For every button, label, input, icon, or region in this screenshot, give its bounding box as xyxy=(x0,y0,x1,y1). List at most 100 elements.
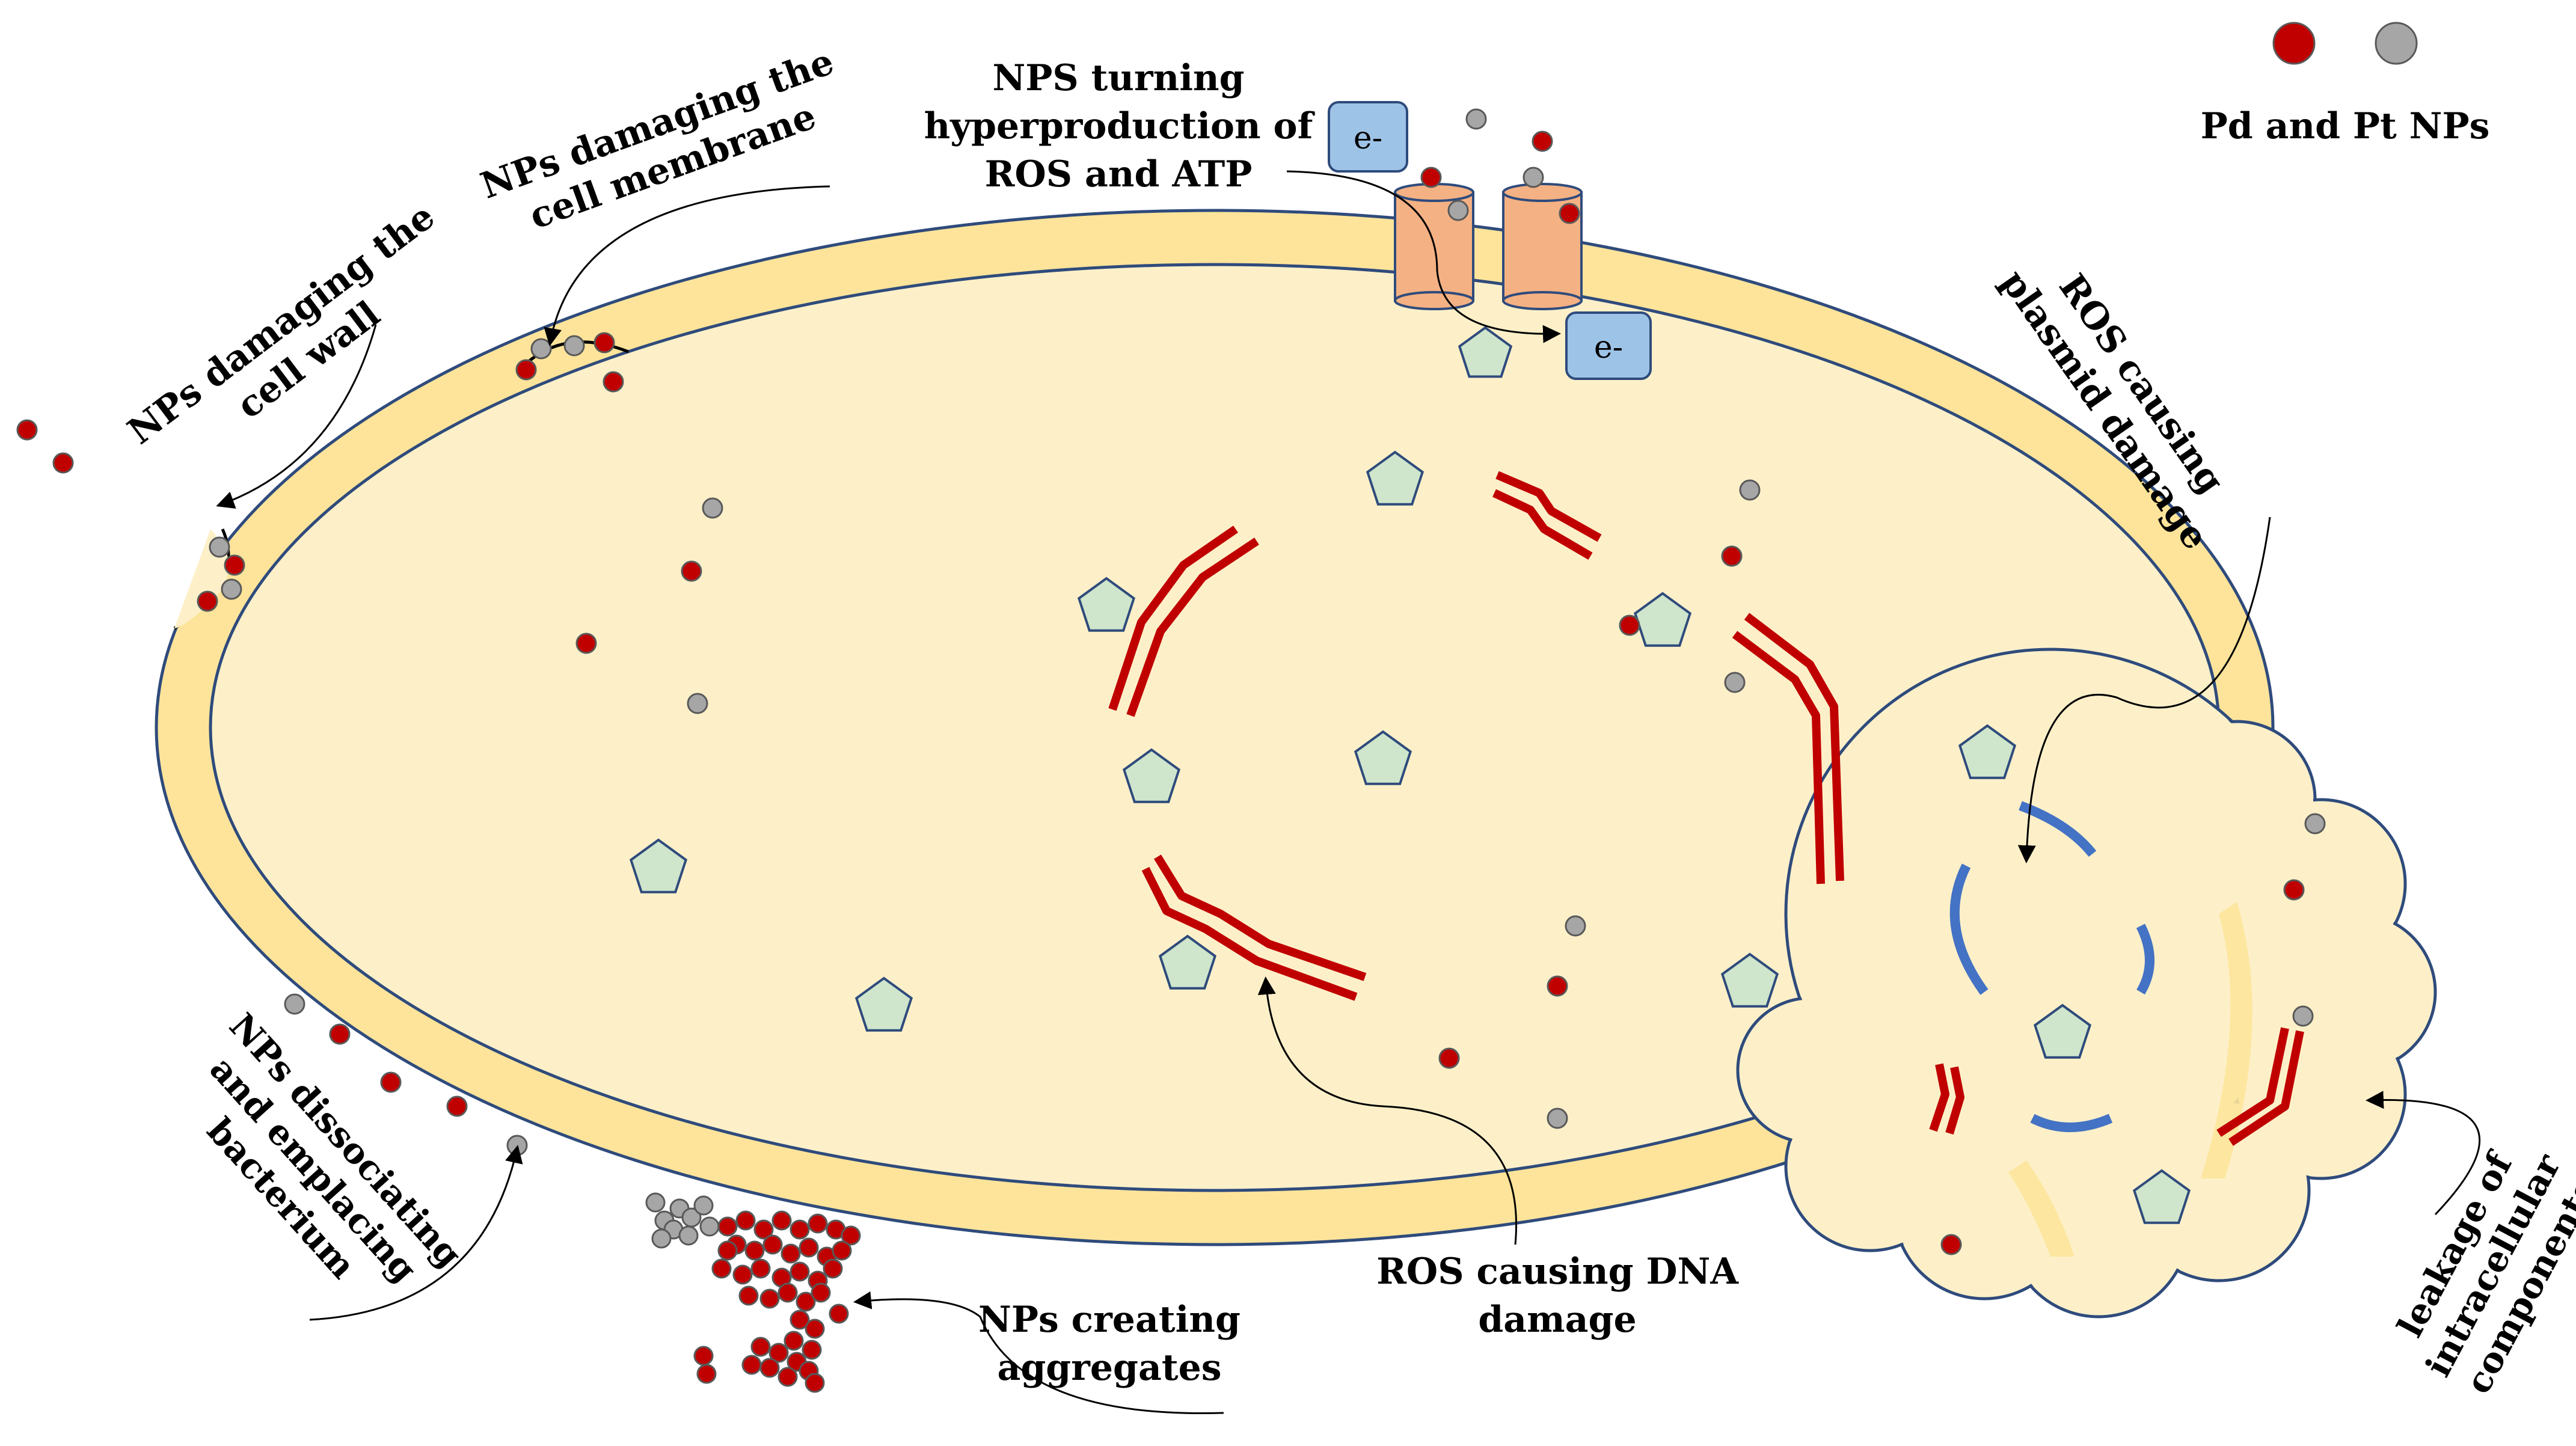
pd-nanoparticle xyxy=(515,359,537,381)
pd-nanoparticle xyxy=(224,554,245,576)
pd-nanoparticle xyxy=(790,1219,810,1240)
label-ros-atp-line3: ROS and ATP xyxy=(985,153,1253,195)
dna-strand xyxy=(1929,1063,1964,1135)
bacterial-cell xyxy=(155,209,2275,1246)
pt-nanoparticle xyxy=(2304,813,2326,835)
pd-nanoparticle xyxy=(717,1216,738,1237)
electron-box-outside: e- xyxy=(1328,101,1408,173)
leakage-cloud xyxy=(1736,648,2437,1319)
label-ros-atp-line1: NPS turning xyxy=(992,57,1244,99)
pd-nanoparticle xyxy=(1721,545,1743,567)
label-dna-line1: ROS causing DNA xyxy=(1376,1251,1739,1293)
component-pentagon xyxy=(1122,748,1181,803)
legend: Pd and Pt NPs xyxy=(2201,22,2490,147)
pd-nanoparticle xyxy=(711,1258,732,1279)
pd-nanoparticle xyxy=(329,1023,351,1045)
pd-nanoparticle xyxy=(1420,167,1442,188)
pd-nanoparticle xyxy=(771,1210,792,1231)
label-dna: ROS causing DNA damage xyxy=(1376,1251,1739,1341)
pd-nanoparticle xyxy=(799,1237,819,1258)
component-pentagon xyxy=(1633,592,1692,647)
pd-nanoparticle xyxy=(777,1282,798,1303)
leader-arrows xyxy=(216,170,2480,1415)
pd-nanoparticle xyxy=(832,1240,852,1261)
label-leakage: leakage of intracellular components xyxy=(2390,1144,2576,1400)
component-pentagon xyxy=(854,976,913,1032)
pd-nanoparticle xyxy=(1559,203,1580,224)
pd-nanoparticle xyxy=(784,1331,804,1351)
pd-nanoparticle xyxy=(735,1210,756,1231)
component-pentagon xyxy=(1458,326,1513,378)
component-pentagon xyxy=(1077,577,1136,632)
arrow-aggregates xyxy=(853,1291,1224,1415)
component-pentagon xyxy=(2033,1003,2092,1059)
dna-strand xyxy=(1732,613,1844,884)
electron-box-inside: e- xyxy=(1565,311,1652,380)
plasmid-fragment xyxy=(2030,1114,2113,1132)
pd-nanoparticle xyxy=(1619,614,1640,636)
pd-nanoparticle xyxy=(829,1304,849,1324)
dna-strand xyxy=(2216,1027,2304,1146)
legend-pd-dot xyxy=(2272,22,2316,65)
component-pentagon xyxy=(1958,724,2017,779)
pd-nanoparticle xyxy=(197,590,218,612)
legend-pt-dot xyxy=(2375,22,2418,65)
pd-nanoparticle xyxy=(750,1258,771,1279)
pt-nanoparticle xyxy=(678,1225,699,1246)
pt-nanoparticle xyxy=(1447,200,1469,221)
dna-strand xyxy=(1108,525,1259,717)
arrow-cell-membrane xyxy=(544,185,830,346)
pd-nanoparticle xyxy=(52,452,74,474)
label-ros-atp: NPS turning hyperproduction of ROS and A… xyxy=(924,57,1316,195)
pd-nanoparticle xyxy=(2283,879,2305,901)
dna-strand xyxy=(1141,854,1367,1001)
pt-nanoparticle xyxy=(1565,915,1586,937)
electron-label-2: e- xyxy=(1594,329,1623,366)
label-aggregates-line2: aggregates xyxy=(997,1347,1221,1389)
arrow-dna xyxy=(1257,976,1517,1245)
pd-nanoparticle xyxy=(780,1243,801,1264)
arrow-ros-atp xyxy=(1286,170,1561,343)
pd-nanoparticle xyxy=(1547,975,1568,997)
pd-nanoparticle xyxy=(805,1373,825,1393)
pd-nanoparticle xyxy=(693,1346,714,1366)
component-pentagon xyxy=(1720,952,1779,1008)
electron-label-1: e- xyxy=(1354,120,1382,156)
pt-nanoparticle xyxy=(651,1228,672,1249)
pd-nanoparticle xyxy=(759,1288,780,1309)
pt-nanoparticle xyxy=(1547,1107,1568,1129)
component-pentagon xyxy=(1158,934,1217,990)
label-aggregates-line1: NPs creating xyxy=(978,1299,1240,1341)
pt-nanoparticle xyxy=(284,993,305,1015)
pd-nanoparticle xyxy=(744,1240,765,1261)
pd-nanoparticle xyxy=(732,1264,753,1285)
dna-strand xyxy=(1492,471,1602,560)
pd-nanoparticle xyxy=(777,1367,798,1387)
plasmid-fragment xyxy=(1949,863,1989,995)
arrow-dissociating xyxy=(309,1145,523,1321)
arrow-cell-wall xyxy=(216,324,377,509)
component-pentagon xyxy=(2132,1169,2191,1224)
pd-nanoparticle xyxy=(1532,130,1553,152)
legend-label: Pd and Pt NPs xyxy=(2201,105,2490,147)
pd-nanoparticle xyxy=(380,1071,402,1093)
pd-nanoparticle xyxy=(802,1340,822,1360)
pd-nanoparticle xyxy=(738,1285,759,1306)
label-ros-atp-line2: hyperproduction of xyxy=(924,105,1316,147)
pd-nanoparticle xyxy=(759,1358,780,1378)
pt-nanoparticle xyxy=(699,1216,720,1237)
pt-nanoparticle xyxy=(221,578,242,600)
component-pentagon xyxy=(629,838,688,893)
label-dna-line2: damage xyxy=(1478,1299,1636,1341)
pd-nanoparticle xyxy=(805,1319,825,1339)
pd-nanoparticle xyxy=(446,1095,468,1117)
pt-nanoparticle xyxy=(645,1192,666,1213)
pd-nanoparticle xyxy=(717,1240,738,1261)
pd-nanoparticle xyxy=(16,419,38,441)
pd-nanoparticle xyxy=(696,1364,717,1384)
pt-nanoparticle xyxy=(1523,167,1544,188)
pd-nanoparticle xyxy=(808,1213,828,1234)
pt-nanoparticle xyxy=(2292,1005,2314,1027)
